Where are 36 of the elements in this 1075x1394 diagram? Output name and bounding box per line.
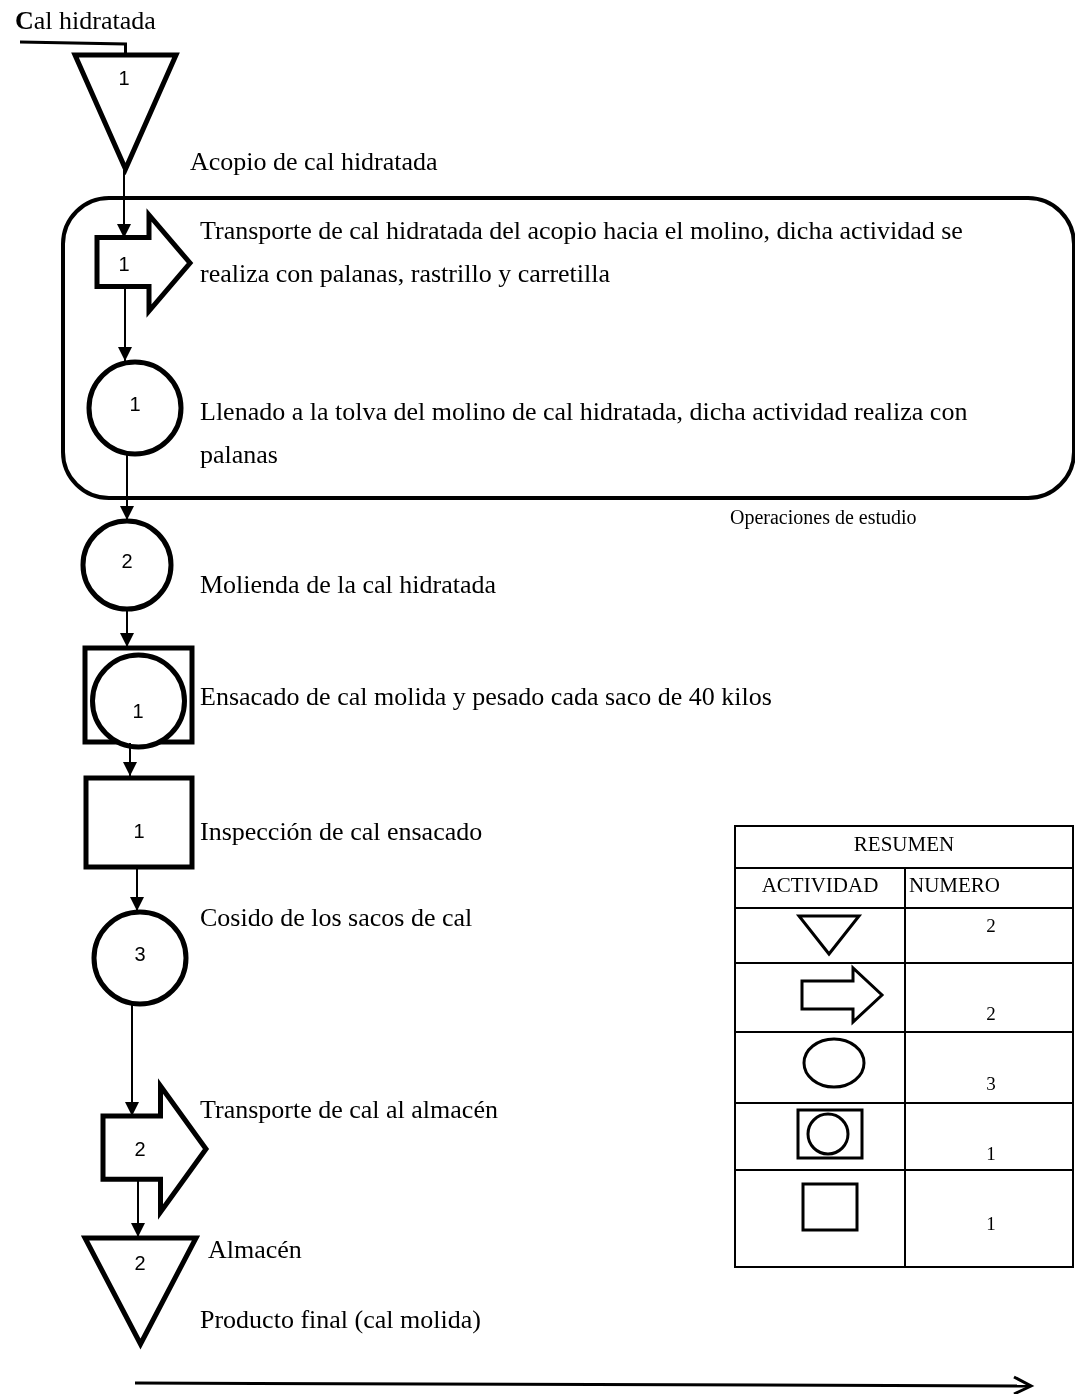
count-value: 2 [985, 914, 997, 938]
flow-arrow [120, 609, 134, 648]
step-number: 3 [133, 943, 147, 965]
step-number: 2 [120, 550, 134, 572]
step-number: 1 [117, 67, 131, 89]
flow-arrow [120, 454, 134, 521]
column-header: ACTIVIDAD [760, 873, 880, 897]
step-description: Inspección de cal ensacado [200, 816, 483, 848]
step-description: Transporte de cal hidratada del acopio hacia el molino, dicha actividad se realiza con palanas, rastrillo y carretilla [200, 215, 964, 290]
flow-arrow [130, 867, 144, 912]
count-value: 2 [985, 1002, 997, 1026]
column-header: NUMERO [909, 873, 1001, 897]
step-number: 2 [133, 1138, 147, 1160]
step-description: Acopio de cal hidratada [190, 146, 438, 178]
count-value: 1 [985, 1212, 997, 1236]
connector-line [19, 40, 127, 55]
step-description: Molienda de la cal hidratada [200, 569, 496, 601]
step-number: 1 [128, 393, 142, 415]
step-number: 1 [117, 253, 131, 275]
step-description: Almacén [208, 1234, 302, 1266]
group-caption: Operaciones de estudio [730, 506, 917, 529]
flow-arrow [125, 1004, 139, 1117]
step-description: Producto final (cal molida) [200, 1304, 481, 1336]
step-number: 2 [133, 1252, 147, 1274]
step-description: Ensacado de cal molida y pesado cada saco de 40 kilos [200, 681, 772, 713]
step-description: Transporte de cal al almacén [200, 1094, 498, 1126]
step-number: 1 [132, 820, 146, 842]
flow-arrow [131, 1179, 145, 1238]
table-title: RESUMEN [852, 832, 956, 856]
step-description: Cosido de los sacos de cal [200, 902, 473, 934]
step-number: 1 [131, 700, 145, 722]
count-value: 3 [985, 1072, 997, 1096]
count-value: 1 [985, 1142, 997, 1166]
step-description: Llenado a la tolva del molino de cal hidratada, dicha actividad realiza con palanas [200, 396, 969, 471]
input-material-label: Cal hidratada [15, 6, 156, 36]
flow-arrow [123, 742, 137, 777]
